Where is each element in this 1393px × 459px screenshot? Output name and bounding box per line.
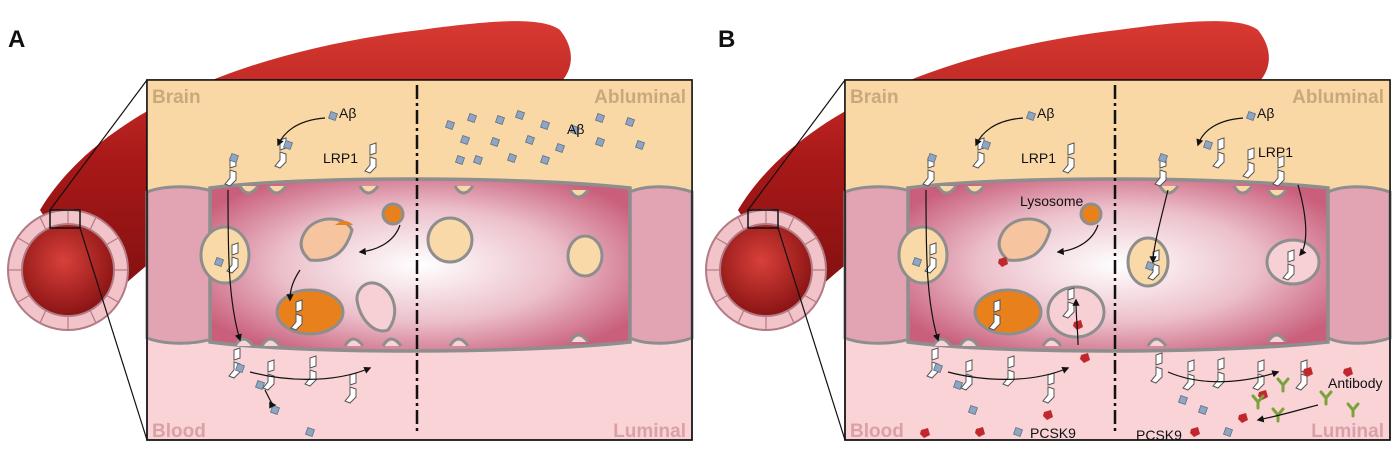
abeta-left-label-b: Aβ	[1037, 105, 1054, 121]
blood-label-b: Blood	[850, 421, 904, 442]
luminal-label-b: Luminal	[1311, 421, 1384, 442]
luminal-label-a: Luminal	[613, 421, 686, 442]
antibody-label-b: Antibody	[1328, 375, 1382, 391]
panel-a: A	[7, 20, 694, 442]
lrp1-right-label-b: LRP1	[1258, 144, 1293, 160]
brain-label-b: Brain	[850, 87, 899, 108]
panel-b: B	[705, 20, 1392, 443]
lysosome-a	[381, 202, 405, 226]
abeta-label-a: Aβ	[339, 105, 356, 121]
abeta-right-label-b: Aβ	[1257, 105, 1274, 121]
lrp1-label-a: LRP1	[323, 150, 358, 166]
lrp1-left-label-b: LRP1	[1021, 150, 1056, 166]
pcsk9-left-label-b: PCSK9	[1030, 425, 1076, 441]
brain-label-a: Brain	[152, 87, 201, 108]
lysosome-b	[1079, 202, 1103, 226]
abluminal-label-b: Abluminal	[1292, 87, 1384, 108]
panel-letter-b: B	[718, 26, 735, 53]
abeta-right-label-a: Aβ	[567, 121, 584, 137]
abluminal-label-a: Abluminal	[594, 87, 686, 108]
blood-label-a: Blood	[152, 421, 206, 442]
panel-letter-a: A	[8, 26, 25, 53]
lysosome-label-b: Lysosome	[1020, 193, 1084, 209]
pcsk9-right-label-b: PCSK9	[1136, 427, 1182, 443]
